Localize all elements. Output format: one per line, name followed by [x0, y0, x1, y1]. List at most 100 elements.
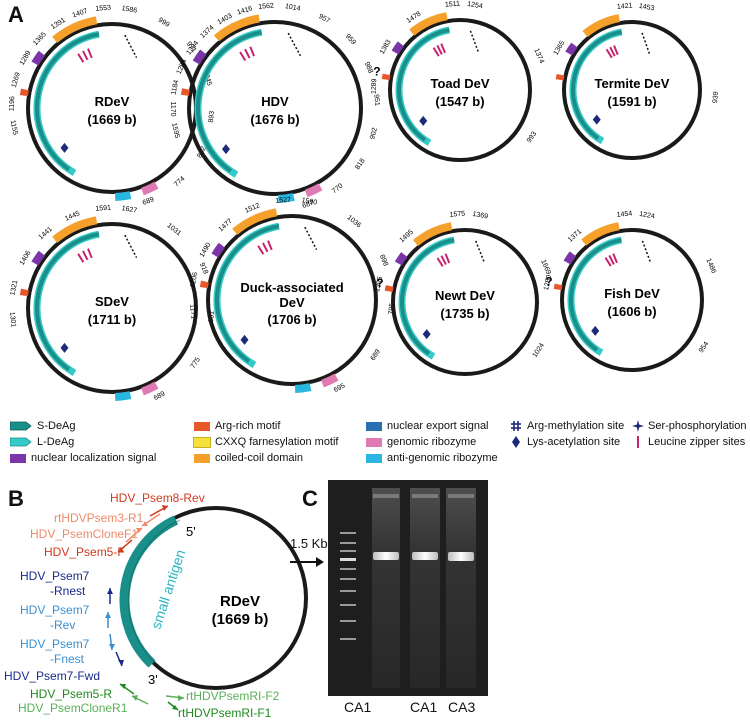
- arg-rich-box: [553, 283, 563, 291]
- position-label: 1627: [121, 205, 138, 215]
- position-label: 893: [208, 111, 216, 123]
- coiled-coil-box: [412, 222, 453, 247]
- position-label: 1490: [199, 242, 213, 259]
- position-label: 939: [712, 91, 720, 103]
- panel-letter-b: B: [8, 486, 24, 511]
- position-label: 954: [698, 341, 710, 355]
- genome-size: (1591 b): [607, 94, 656, 109]
- legend-lys-acetylation: Lys-acetylation site: [510, 436, 620, 448]
- orf-end-mark: [287, 32, 302, 57]
- position-label: 1407: [71, 8, 88, 20]
- genome-size: (1711 b): [88, 312, 136, 327]
- three-prime-label: 3': [148, 672, 158, 687]
- position-label: 1184: [170, 79, 180, 95]
- genome-size: (1547 b): [435, 94, 484, 109]
- genomic-ribozyme-box: [141, 181, 159, 196]
- arg-rich-box: [384, 285, 394, 292]
- position-label: 1477: [218, 218, 234, 234]
- genome-size: (1735 b): [440, 306, 489, 321]
- primer-label: rtHDVPsemRI-F2: [186, 689, 280, 703]
- primer-label: -Rev: [50, 618, 75, 632]
- arg-rich-box: [180, 88, 190, 96]
- nls-box: [565, 42, 578, 56]
- position-label: 1371: [567, 228, 583, 244]
- leucine-zipper-mark: [257, 245, 265, 255]
- position-label: 1289: [371, 78, 379, 94]
- position-label: 1024: [532, 342, 546, 359]
- position-label: 1669: [539, 259, 552, 276]
- legend-label: genomic ribozyme: [387, 436, 477, 448]
- position-label: 1511: [445, 1, 461, 9]
- genome-circle: [562, 20, 702, 160]
- legend-antigenomic-ribozyme: anti-genomic ribozyme: [366, 452, 498, 464]
- legend-genomic-ribozyme: genomic ribozyme: [366, 436, 476, 448]
- anti-genomic-ribozyme-box: [294, 383, 312, 393]
- genome-circle: [391, 228, 539, 376]
- nls-box: [192, 49, 207, 65]
- unknown-mark: ?: [545, 274, 552, 288]
- position-label: 1155: [9, 120, 19, 136]
- genome-size: (1676 b): [250, 112, 299, 127]
- s-deag-arc: [196, 30, 262, 173]
- arg-rich-box: [199, 280, 209, 289]
- leucine-zipper-mark: [440, 43, 446, 54]
- position-label: 818: [354, 157, 366, 171]
- position-label: 1250: [543, 274, 553, 291]
- position-label: 1595: [170, 122, 180, 139]
- genome-name: Toad DeV: [431, 76, 490, 91]
- position-label: 1590: [301, 197, 318, 207]
- bar-icon: [637, 436, 639, 448]
- orf-end-mark: [304, 226, 318, 251]
- legend-ser-phosphorylation: Ser-phosphorylation site: [632, 420, 750, 432]
- leucine-zipper-mark: [239, 51, 247, 62]
- position-label: 957: [317, 13, 331, 25]
- position-label: 1441: [38, 226, 54, 242]
- position-label: 1454: [616, 210, 632, 218]
- panel-letter-c: C: [302, 486, 318, 511]
- leucine-zipper-mark: [436, 257, 444, 267]
- leucine-zipper-mark: [82, 50, 89, 61]
- orf-end-mark: [124, 234, 138, 259]
- position-label: 1224: [639, 211, 656, 221]
- genomic-ribozyme-box: [321, 373, 339, 388]
- position-label: 898: [378, 254, 389, 268]
- position-label: 1575: [449, 211, 465, 219]
- primer-label: HDV_Psem7: [20, 637, 90, 651]
- s-deag-arc: [571, 29, 623, 140]
- leucine-zipper-mark: [608, 254, 615, 265]
- legend-label: nuclear export signal: [387, 420, 489, 432]
- panel-letter-a: A: [8, 2, 24, 27]
- hash-icon: [511, 421, 521, 431]
- position-label: 945: [203, 74, 213, 87]
- leucine-zipper-mark: [612, 253, 618, 264]
- legend-s-deag: S-DeAg: [10, 420, 76, 432]
- lys-acetylation-mark: [592, 114, 601, 125]
- coiled-coil-box: [213, 14, 261, 42]
- position-label: 988: [363, 61, 374, 75]
- position-label: 1321: [9, 279, 19, 296]
- legend-label: Lys-acetylation site: [527, 436, 621, 448]
- position-label: 1512: [244, 202, 261, 215]
- lys-acetylation-mark: [419, 115, 428, 126]
- genomic-ribozyme-box: [304, 183, 323, 198]
- position-label: 1453: [638, 3, 655, 13]
- orf-end-mark: [641, 32, 651, 55]
- legend-nes: nuclear export signal: [366, 420, 489, 432]
- anti-genomic-ribozyme-box: [114, 391, 132, 401]
- genomic-ribozyme-box: [141, 381, 159, 396]
- position-label: 775: [190, 356, 202, 370]
- position-label: 1301: [8, 312, 17, 328]
- leucine-zipper-mark: [267, 240, 273, 251]
- leucine-zipper-mark: [605, 48, 613, 59]
- genome-size: (1669 b): [87, 112, 136, 127]
- arg-rich-box: [555, 73, 565, 81]
- genome-size: (1706 b): [267, 312, 316, 327]
- position-label: 902: [369, 127, 379, 140]
- primer-label: HDV_Psem7-Fwd: [4, 669, 100, 683]
- s-deag-arc: [569, 237, 622, 352]
- gel-image: [328, 480, 488, 696]
- leucine-zipper-mark: [613, 45, 619, 56]
- legend-label: CXXQ farnesylation motif: [215, 436, 339, 448]
- leucine-zipper-mark: [77, 253, 85, 263]
